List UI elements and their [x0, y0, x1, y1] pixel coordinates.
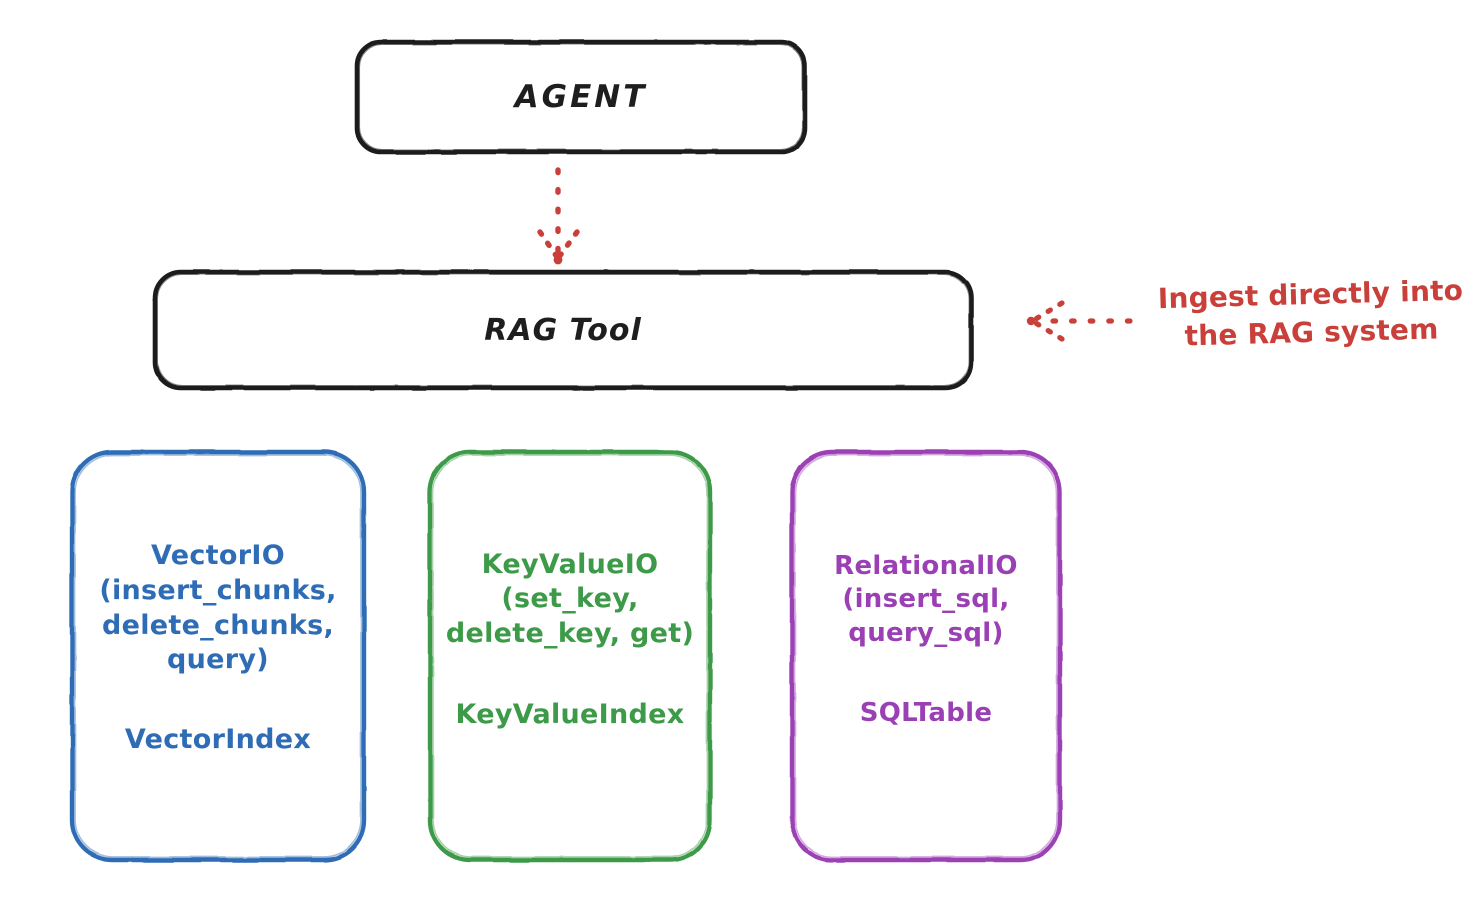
relationalio-text-group: RelationalIO (insert_sql, query_sql) SQL… [834, 550, 1018, 728]
rag-tool-box-outline [152, 269, 974, 391]
ingest-annotation-text: Ingest directly into the RAG system [1157, 273, 1464, 353]
rag-tool-node-label: RAG Tool [484, 312, 642, 348]
keyvalueio-box-outline [427, 449, 713, 863]
vectorio-text-group: VectorIO (insert_chunks, delete_chunks, … [99, 539, 336, 754]
vectorio-api-label: VectorIO (insert_chunks, delete_chunks, … [99, 540, 337, 676]
rag-tool-node[interactable]: RAG Tool [153, 270, 973, 390]
annotation-arrow-icon [1026, 300, 1133, 342]
keyvalueio-provider-node[interactable]: KeyValueIO (set_key, delete_key, get) Ke… [428, 450, 712, 862]
agent-node[interactable]: AGENT [355, 40, 807, 154]
relationalio-index-label: SQLTable [859, 697, 993, 728]
relationalio-box-outline [789, 449, 1063, 863]
relationalio-provider-node[interactable]: RelationalIO (insert_sql, query_sql) SQL… [790, 450, 1062, 862]
agent-node-label: AGENT [514, 79, 648, 115]
relationalio-api-label: RelationalIO (insert_sql, query_sql) [834, 551, 1018, 648]
keyvalueio-api-label: KeyValueIO (set_key, delete_key, get) [445, 548, 695, 649]
vectorio-box-outline [69, 449, 367, 863]
keyvalueio-text-group: KeyValueIO (set_key, delete_key, get) Ke… [446, 548, 694, 731]
vectorio-provider-node[interactable]: VectorIO (insert_chunks, delete_chunks, … [70, 450, 366, 862]
keyvalueio-index-label: KeyValueIndex [455, 699, 685, 731]
agent-box-outline [354, 39, 808, 155]
vectorio-index-label: VectorIndex [124, 723, 312, 755]
agent-to-ragtool-connector [537, 167, 580, 265]
